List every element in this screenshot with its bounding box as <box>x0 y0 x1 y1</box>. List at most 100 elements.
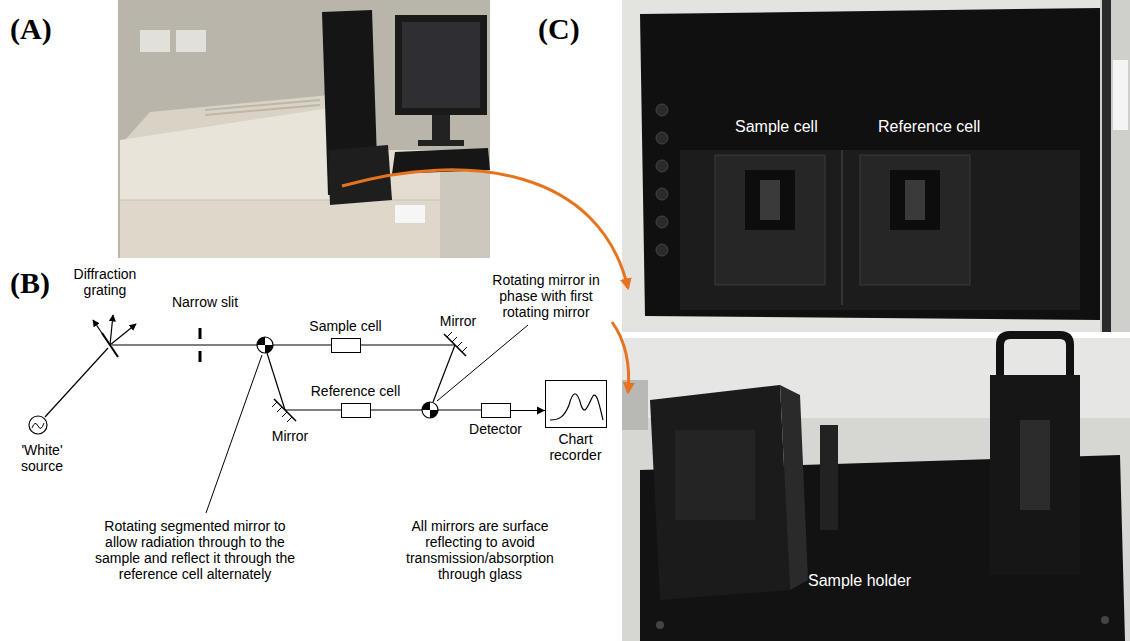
slit-symbol <box>199 328 202 362</box>
light-beam <box>45 345 481 417</box>
light-beam <box>273 344 331 345</box>
compartment-photo <box>622 0 1130 332</box>
chart-recorder-box: Chart recorder <box>545 380 607 428</box>
spectrometer-photo <box>402 22 480 108</box>
sample-holder-photo <box>656 621 664 629</box>
callout-note: Rotating mirror in phase with first rota… <box>482 272 610 320</box>
light-source-symbol <box>32 423 44 428</box>
callout-note: All mirrors are surface reflecting to av… <box>388 518 573 582</box>
component-label: Detector <box>469 421 522 437</box>
sample-holder-photo <box>675 430 755 520</box>
compartment-photo <box>656 216 668 228</box>
rotating-mirror-symbol <box>257 337 265 345</box>
compartment-photo <box>860 155 970 285</box>
compartment-photo <box>656 104 668 116</box>
component-label: Narrow slit <box>160 294 250 310</box>
sample-holder-photo <box>1020 420 1050 510</box>
leader-line <box>206 355 262 513</box>
sample-holder-photo <box>990 375 1080 575</box>
reference-cell-box: Reference cell <box>341 403 371 418</box>
light-beam <box>433 345 455 402</box>
light-beam <box>371 409 422 410</box>
detector-box: Detector <box>481 403 511 418</box>
compartment-photo <box>1102 0 1111 332</box>
pointer-arrow <box>612 322 629 392</box>
slit-symbol <box>199 351 202 362</box>
mirror-symbol <box>457 342 462 347</box>
leader-line <box>437 325 528 401</box>
light-source-symbol <box>29 416 47 434</box>
diffraction-grating-symbol <box>93 320 110 345</box>
sample-holder-photo <box>650 385 790 600</box>
sample-holder-photo <box>622 335 1130 641</box>
leader-line <box>206 325 528 513</box>
beam-connector <box>511 410 545 411</box>
spectrometer-photo <box>205 105 320 115</box>
pointer-arrow <box>342 170 628 288</box>
spectrometer-photo <box>205 100 320 110</box>
sample-holder-photo <box>1101 616 1109 624</box>
mirror-symbol <box>447 332 452 337</box>
compartment-photo <box>890 170 940 230</box>
rotating-mirror-symbol <box>265 345 273 353</box>
mirror-symbol <box>452 337 457 342</box>
mirror-symbol <box>462 347 467 352</box>
compartment-photo <box>656 132 668 144</box>
compartment-photo <box>622 0 1130 332</box>
spectrometer-photo <box>120 200 440 258</box>
spectrometer-photo <box>140 30 170 52</box>
rotating-mirror-symbol <box>430 410 438 418</box>
light-beam <box>45 348 108 417</box>
sample-cell-box: Sample cell <box>331 338 361 353</box>
compartment-photo <box>760 180 780 220</box>
mirror-symbol <box>272 402 277 407</box>
callout-note: Rotating segmented mirror to allow radia… <box>95 518 295 582</box>
spectrometer-photo <box>118 0 490 258</box>
component-label: Sample cell <box>309 318 381 334</box>
rotating-mirror-symbol <box>422 402 438 418</box>
component-label: 'White' source <box>11 442 73 474</box>
mirror-symbol <box>277 407 282 412</box>
light-source-symbol <box>29 416 47 434</box>
chart-trace <box>550 394 603 420</box>
panel-letter: (A) <box>10 12 52 47</box>
panel-letter: (C) <box>538 12 580 47</box>
photo-label: Reference cell <box>878 118 980 136</box>
sample-holder-photo <box>622 338 1130 641</box>
spectrometer-photo <box>418 140 464 146</box>
panel-letter: (B) <box>10 266 50 301</box>
spectrometer-photo <box>395 205 425 223</box>
compartment-photo <box>640 8 1100 320</box>
spectrometer-photo <box>432 115 450 143</box>
component-label: Reference cell <box>311 383 401 399</box>
compartment-photo <box>656 160 668 172</box>
compartment-photo <box>745 170 795 230</box>
spectrometer-photo <box>395 15 487 115</box>
photo-label: Sample holder <box>808 572 911 590</box>
compartment-photo <box>680 150 1080 310</box>
compartment-photo <box>905 180 925 220</box>
component-label: Mirror <box>260 428 320 444</box>
spectrometer-photo <box>118 0 490 258</box>
sample-holder-photo <box>780 385 808 590</box>
sample-holder-photo <box>622 380 648 430</box>
mirror-symbol <box>287 417 292 422</box>
rotating-mirror-symbol <box>257 337 273 353</box>
light-beam <box>112 344 257 345</box>
light-beam <box>285 409 341 410</box>
diffraction-grating-symbol <box>110 315 113 345</box>
compartment-photo <box>656 244 668 256</box>
diffraction-grating-symbol <box>110 324 136 345</box>
compartment-photo <box>841 150 843 305</box>
light-beam <box>438 409 481 410</box>
compartment-photo <box>1113 60 1128 130</box>
sample-holder-photo <box>1000 335 1070 375</box>
component-label: Mirror <box>428 313 488 329</box>
sample-holder-photo <box>820 425 838 530</box>
mirror-symbol <box>282 412 287 417</box>
pointer-arrow <box>342 170 629 392</box>
spectrometer-photo <box>440 165 490 258</box>
photo-label: Sample cell <box>735 118 818 136</box>
diffraction-grating-symbol <box>93 315 136 357</box>
